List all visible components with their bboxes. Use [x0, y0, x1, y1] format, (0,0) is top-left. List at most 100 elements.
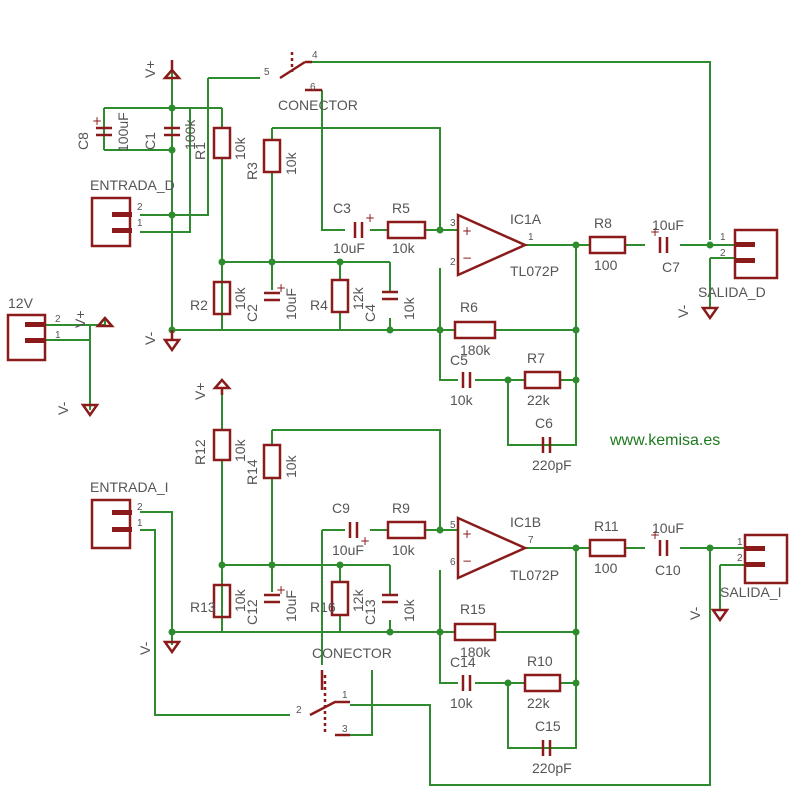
- c3-name: C3: [333, 200, 351, 216]
- switch-bottom-label: CONECTOR: [312, 645, 392, 661]
- pin-label: 2: [137, 502, 143, 513]
- salida-d-label: SALIDA_D: [698, 284, 766, 300]
- c2-value: 10uF: [283, 288, 299, 320]
- connector-entrada-d: ENTRADA_D 2 1: [90, 177, 175, 248]
- vminus-symbol-12v: V-: [55, 401, 100, 418]
- pin-label: 1: [55, 330, 61, 341]
- pin-label: 5: [264, 67, 270, 78]
- svg-text:+: +: [360, 534, 370, 548]
- vplus-label-12v: V+: [72, 310, 88, 328]
- c8-value: 100uF: [115, 112, 131, 152]
- c15-name: C15: [535, 718, 561, 734]
- pin-label: 6: [450, 557, 456, 568]
- r1-name: R1: [192, 142, 208, 160]
- vminus-label-bottom: V-: [137, 641, 153, 655]
- ic1b-type: TL072P: [510, 567, 559, 583]
- resistor-r4: R4 12k: [310, 278, 366, 314]
- c8-name: C8: [75, 132, 91, 150]
- c9-value: 10uF: [332, 542, 364, 558]
- c14-value: 10k: [450, 695, 474, 711]
- pin-label: 2: [296, 705, 302, 716]
- resistor-r10: R10 22k: [523, 653, 562, 711]
- r10-value: 22k: [527, 695, 551, 711]
- r2-value: 10k: [232, 286, 248, 310]
- r4-value: 12k: [350, 286, 366, 310]
- pin-label: 1: [137, 218, 143, 229]
- r7-name: R7: [527, 350, 545, 366]
- svg-text:+: +: [650, 528, 660, 542]
- r16-name: R16: [310, 599, 336, 615]
- vplus-label-bottom: V+: [192, 382, 208, 400]
- pin-label: 2: [720, 248, 726, 259]
- r9-value: 10k: [392, 542, 416, 558]
- salida-i-label: SALIDA_I: [720, 584, 781, 600]
- c3-value: 10uF: [333, 240, 365, 256]
- c13-value: 10k: [401, 598, 417, 622]
- svg-text:+: +: [650, 225, 660, 239]
- connector-12v: 12V 2 1: [6, 295, 61, 362]
- switch-conector-bottom: 2 1 3 CONECTOR: [296, 645, 392, 737]
- pin-label: 3: [342, 724, 348, 735]
- capacitor-c6: C6 220pF: [532, 415, 572, 473]
- pin-label: 2: [450, 257, 456, 268]
- vminus-symbol-top: V-: [142, 330, 182, 353]
- switch-conector-top: 5 4 6 CONECTOR: [264, 50, 358, 113]
- svg-text:−: −: [462, 554, 472, 568]
- opamp-ic1b: + − 5 6 7 IC1B TL072P: [450, 514, 559, 583]
- vplus-symbol-12v: V+: [72, 310, 115, 328]
- c6-value: 220pF: [532, 457, 572, 473]
- c9-name: C9: [332, 500, 350, 516]
- c4-value: 10k: [401, 296, 417, 320]
- capacitor-c12: + C12 10uF: [244, 583, 299, 625]
- r13-name: R13: [190, 599, 216, 615]
- vminus-label: V-: [142, 331, 158, 345]
- c1-value: 100k: [182, 119, 198, 150]
- resistor-r11: R11 100: [588, 518, 627, 576]
- vplus-symbol-top: V+: [142, 60, 182, 80]
- r6-value: 180k: [460, 342, 491, 358]
- svg-text:+: +: [92, 114, 102, 128]
- pin-label: 5: [450, 520, 456, 531]
- vplus-label: V+: [142, 60, 158, 78]
- c13-name: C13: [362, 599, 378, 625]
- capacitor-c2: + C2 10uF: [244, 281, 299, 322]
- vminus-symbol-bottom: V-: [137, 640, 182, 655]
- c2-name: C2: [244, 304, 260, 322]
- r10-name: R10: [527, 653, 553, 669]
- r5-name: R5: [392, 200, 410, 216]
- c12-value: 10uF: [283, 590, 299, 622]
- r3-value: 10k: [283, 151, 299, 175]
- c4-name: C4: [362, 304, 378, 322]
- r2-name: R2: [190, 297, 208, 313]
- pin-label: 2: [55, 314, 61, 325]
- pin-label: 1: [720, 232, 726, 243]
- connector-entrada-i: ENTRADA_I 2 1: [90, 479, 169, 550]
- resistor-r2: R2 10k: [190, 280, 248, 316]
- entrada-d-label: ENTRADA_D: [90, 177, 175, 193]
- r8-value: 100: [594, 257, 618, 273]
- capacitor-c14: C14 10k: [450, 654, 476, 711]
- resistor-r6: R6 180k: [453, 299, 497, 358]
- r7-value: 22k: [527, 392, 551, 408]
- pin-label: 3: [450, 218, 456, 229]
- ic1b-name: IC1B: [510, 514, 541, 530]
- r3-name: R3: [244, 162, 260, 180]
- r1-value: 10k: [232, 136, 248, 160]
- c15-value: 220pF: [532, 760, 572, 776]
- resistor-r9: R9 10k: [386, 500, 427, 558]
- ic1a-type: TL072P: [510, 263, 559, 279]
- resistor-r8: R8 100: [588, 215, 627, 273]
- capacitor-c9: + C9 10uF: [332, 500, 370, 558]
- capacitor-c5: C5 10k: [450, 352, 474, 408]
- c6-name: C6: [535, 415, 553, 431]
- resistor-r15: R15 180k: [453, 601, 497, 660]
- c7-value: 10uF: [652, 217, 684, 233]
- svg-text:+: +: [276, 583, 286, 597]
- pin-label: 4: [312, 50, 318, 61]
- pin-label: 1: [342, 690, 348, 701]
- r16-value: 12k: [350, 588, 366, 612]
- svg-text:+: +: [276, 281, 286, 295]
- r15-value: 180k: [460, 644, 491, 660]
